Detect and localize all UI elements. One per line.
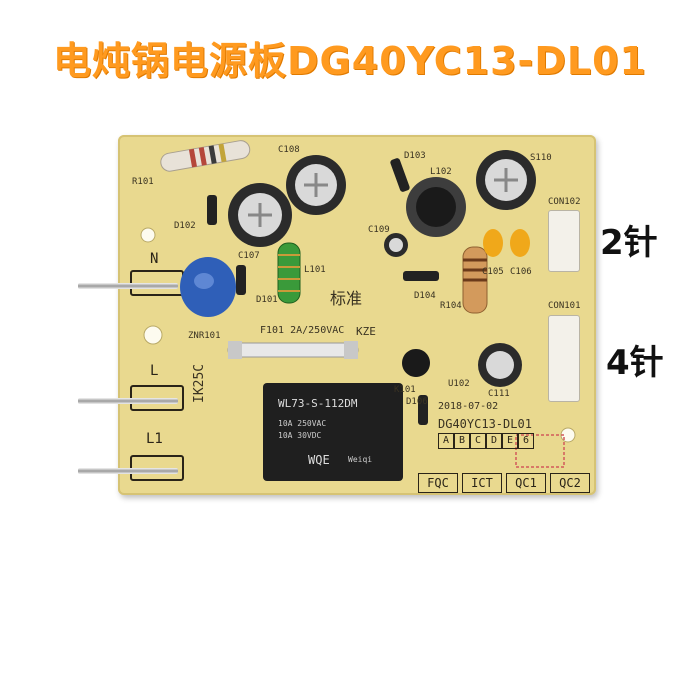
qc-box-qc1: QC1 [506,473,546,493]
capacitor-c111 [478,343,522,387]
ik-label: IK25C [192,363,207,403]
grid-cell: C [470,433,486,449]
mounting-holes [140,140,576,481]
ref-s110: S110 [530,153,552,163]
terminal-pin-l [78,398,178,404]
pin-label-l: L [150,363,159,379]
inductor-l102 [406,177,466,237]
label-4-pin: 4针 [606,343,664,383]
ref-d104: D104 [414,291,436,301]
connector-con101 [548,315,580,402]
resistor-r101 [160,140,251,172]
relay-text-1: WL73-S-112DM [278,397,358,410]
relay-k101 [263,383,403,481]
fuse-label: F101 2A/250VAC [260,325,345,336]
connector-con102 [548,210,580,272]
ref-d102: D102 [174,221,196,231]
standard-label: 标准 [330,289,363,308]
relay-text-2: 10A 250VAC [278,419,327,428]
fuse-f101 [227,341,359,359]
ref-con102: CON102 [548,197,581,207]
date-label: 2018-07-02 [438,401,499,412]
qc-box-fqc: FQC [418,473,458,493]
ref-con101: CON101 [548,301,581,311]
ref-d101: D101 [256,295,278,305]
pcb-board: N L L1 [118,135,596,495]
qc-box-qc2: QC2 [550,473,590,493]
model-label: DG40YC13-DL01 [438,417,532,431]
kze-label: KZE [356,325,376,338]
resistor-r104 [462,246,488,314]
relay-brand2: Weiqi [348,455,373,464]
ref-znr101: ZNR101 [188,331,221,341]
ref-l102: L102 [430,167,452,177]
relay-text-3: 10A 30VDC [278,431,322,440]
grid-cell: A [438,433,454,449]
pin-label-l1: L1 [146,431,163,447]
capacitor-s110 [476,150,536,210]
terminal-pin-l1 [78,468,178,474]
ref-d103: D103 [404,151,426,161]
grid-cell: E [502,433,518,449]
page-title: 电炖锅电源板DG40YC13-DL01 [53,39,647,83]
inductor-l101 [277,242,301,304]
label-2-pin: 2针 [600,223,658,263]
terminal-pin-n [78,283,178,289]
grid-cell: B [454,433,470,449]
ref-d106: D106 [406,397,428,407]
relay-brand: WQE [308,453,330,467]
ref-c105: C105 [482,267,504,277]
ref-c107: C107 [238,251,260,261]
ref-u102: U102 [448,379,470,389]
capacitor-c109 [384,233,408,257]
ref-c108: C108 [278,145,300,155]
varistor-znr101 [180,257,236,317]
ref-r104: R104 [440,301,462,311]
grid-cell: D [486,433,502,449]
qc-box-ict: ICT [462,473,502,493]
ref-r101: R101 [132,177,154,187]
capacitor-c108 [286,155,346,215]
ref-c106: C106 [510,267,532,277]
ref-c111: C111 [488,389,510,399]
ref-k101: K101 [394,385,416,395]
grid-cell: 6 [518,433,534,449]
pin-label-n: N [150,251,159,267]
ref-c109: C109 [368,225,390,235]
capacitor-c107 [228,183,292,247]
ref-l101: L101 [304,265,326,275]
